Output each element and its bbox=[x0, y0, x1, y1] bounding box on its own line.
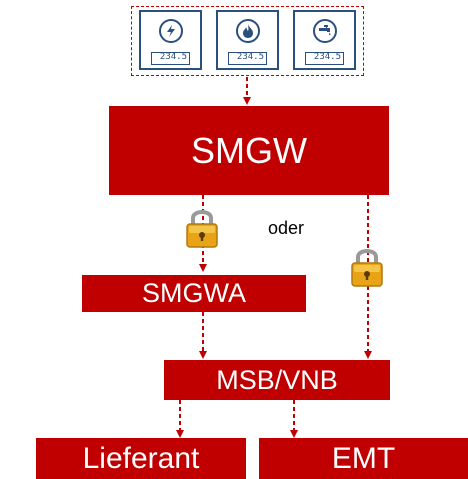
meter-display: 234.5 bbox=[151, 52, 190, 65]
padlock-icon bbox=[185, 206, 219, 253]
meter-display: 234.5 bbox=[305, 52, 344, 65]
smgwa-box: SMGWA bbox=[82, 275, 306, 312]
smgw-box: SMGW bbox=[109, 106, 389, 195]
meter-reading: 234.5 bbox=[313, 52, 341, 62]
electricity-meter: 234.5 bbox=[139, 10, 202, 70]
smgwa-label: SMGWA bbox=[142, 278, 246, 308]
meter-group: 234.5 234.5 234.5 bbox=[131, 6, 364, 76]
oder-label: oder bbox=[268, 218, 305, 238]
meter-reading: 234.5 bbox=[159, 52, 187, 62]
padlock-icon bbox=[350, 245, 384, 292]
emt-box: EMT bbox=[259, 438, 468, 479]
msb-vnb-label: MSB/VNB bbox=[216, 364, 338, 395]
emt-label: EMT bbox=[331, 441, 396, 475]
water-tap-icon bbox=[312, 19, 337, 43]
gas-meter: 234.5 bbox=[216, 10, 279, 70]
smgw-label: SMGW bbox=[191, 129, 307, 171]
lightning-icon bbox=[158, 19, 183, 43]
meter-display: 234.5 bbox=[228, 52, 267, 65]
meter-reading: 234.5 bbox=[236, 52, 264, 62]
msb-vnb-box: MSB/VNB bbox=[164, 360, 390, 400]
flame-icon bbox=[235, 19, 260, 43]
lieferant-box: Lieferant bbox=[36, 438, 246, 479]
water-meter: 234.5 bbox=[293, 10, 356, 70]
lieferant-label: Lieferant bbox=[82, 441, 200, 475]
